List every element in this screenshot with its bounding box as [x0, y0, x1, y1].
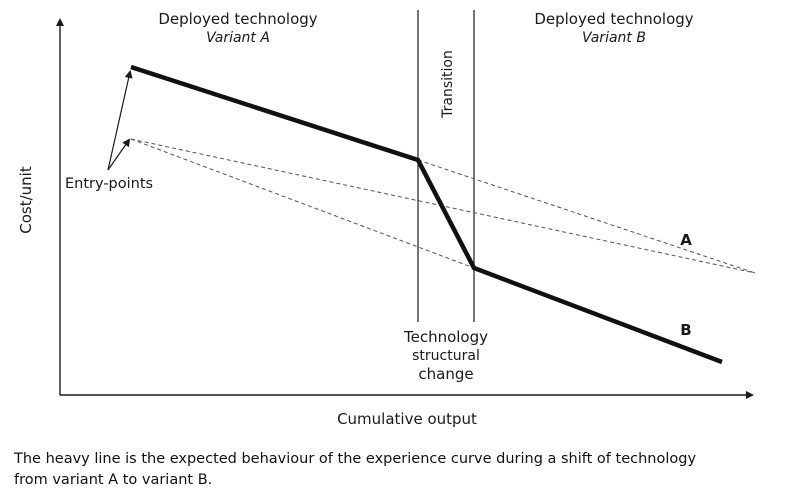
caption-line-1: The heavy line is the expected behaviour… [14, 451, 697, 467]
caption-line-2: from variant A to variant B. [14, 472, 213, 488]
curve-b-label: B [680, 321, 691, 339]
left-region-title: Deployed technology [158, 10, 317, 28]
y-axis-label: Cost/unit [17, 166, 35, 234]
structural-change-line-2: structural [412, 348, 480, 364]
experience-curve-diagram: Deployed technology Variant A Deployed t… [17, 10, 756, 428]
heavy-experience-curve [130, 64, 723, 365]
transition-label: Transition [440, 50, 456, 119]
entry-points-label: Entry-points [65, 176, 153, 192]
left-region-variant: Variant A [206, 30, 270, 46]
x-axis-label: Cumulative output [337, 410, 477, 428]
curve-a-dashed [130, 138, 756, 274]
entry-point-arrow-lower [107, 138, 131, 171]
structural-change-line-3: change [418, 365, 473, 383]
right-region-variant: Variant B [582, 30, 646, 46]
figure-caption: The heavy line is the expected behaviour… [14, 449, 779, 491]
curve-b-dashed [130, 138, 475, 269]
right-region-title: Deployed technology [534, 10, 693, 28]
curve-a-extension-dashed [417, 159, 756, 274]
structural-change-line-1: Technology [403, 328, 488, 346]
curve-a-label: A [680, 231, 692, 249]
entry-point-arrow-upper [107, 70, 133, 171]
